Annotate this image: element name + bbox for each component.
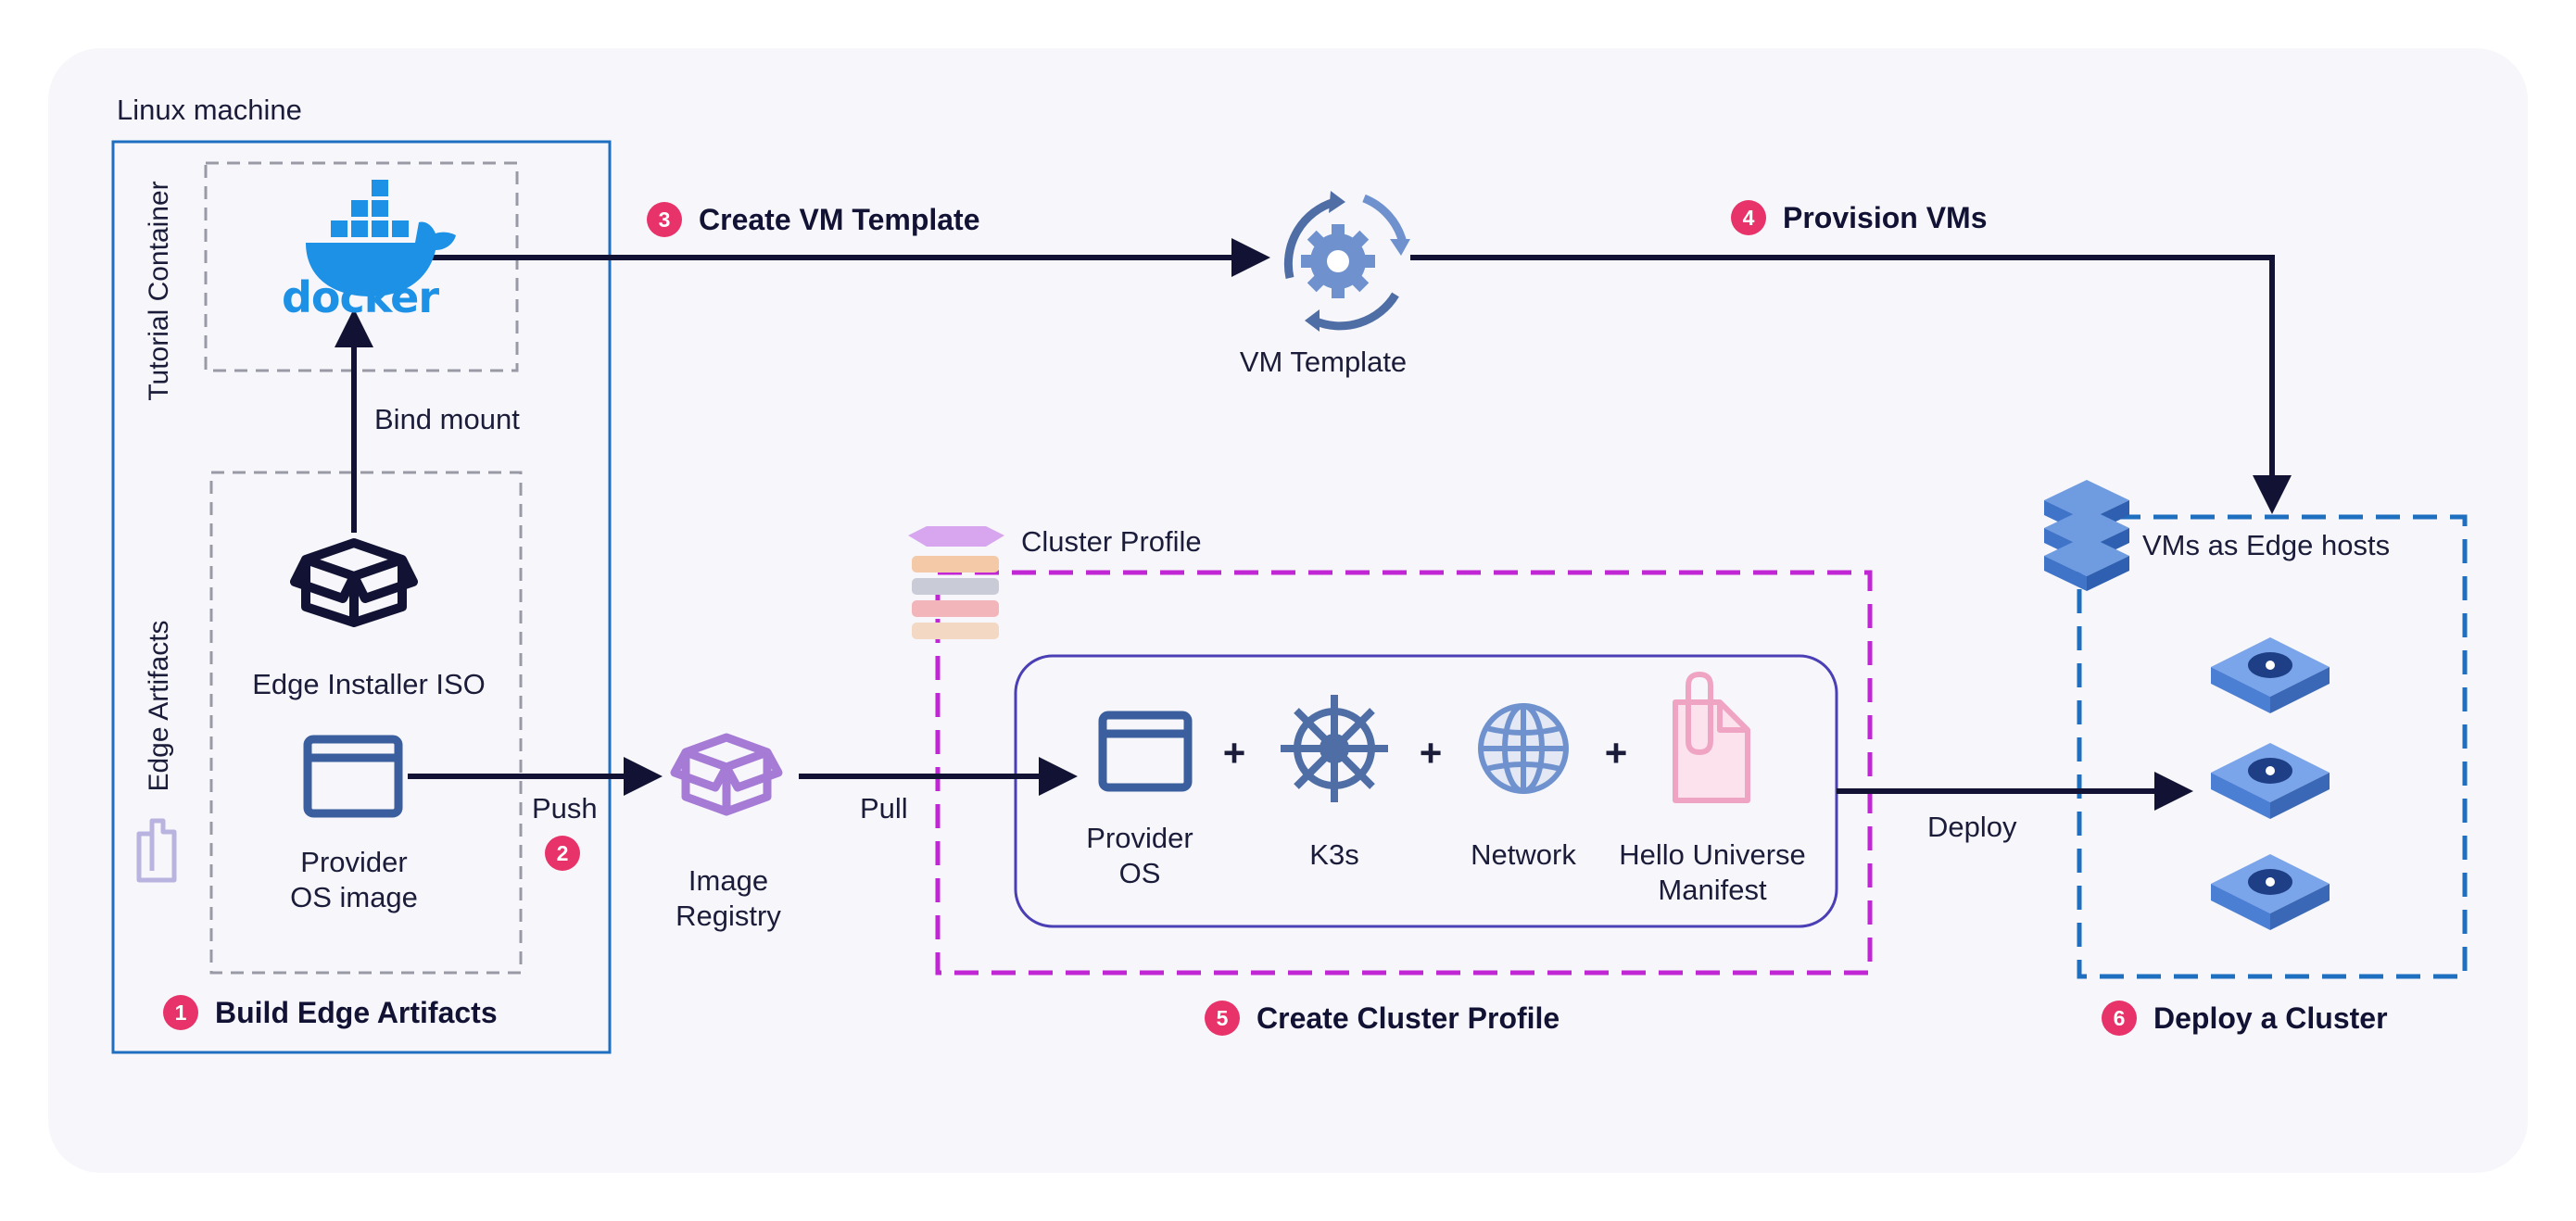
edge-installer-iso-label: Edge Installer ISO <box>252 668 486 700</box>
helm-wheel-icon <box>1281 695 1388 802</box>
edge-artifacts-icon <box>136 818 177 883</box>
step-5-text: Create Cluster Profile <box>1256 1001 1560 1035</box>
cluster-profile-label: Cluster Profile <box>1021 525 1202 558</box>
server-stack-icon <box>2044 480 2129 591</box>
package-icon <box>290 538 418 627</box>
step-4-text: Provision VMs <box>1783 200 1988 234</box>
edge-hosts-box <box>2077 514 2468 979</box>
provider-os-label-2: OS <box>1118 857 1161 889</box>
step-6-label: 6 Deploy a Cluster <box>2102 1001 2388 1036</box>
edge-host-icon <box>2211 637 2330 713</box>
step-5-badge: 5 <box>1205 1001 1240 1036</box>
hello-universe-label-2: Manifest <box>1658 874 1767 906</box>
network-label: Network <box>1471 838 1576 871</box>
file-clip-icon <box>1673 672 1750 803</box>
browser-window-icon <box>303 735 403 818</box>
bind-mount-label: Bind mount <box>374 403 520 435</box>
tutorial-container-box <box>204 161 519 372</box>
step-1-badge: 1 <box>163 995 198 1030</box>
tutorial-container-label: Tutorial Container <box>144 181 174 401</box>
step-3-label: 3 Create VM Template <box>647 202 980 237</box>
plus-sign-2: + <box>1419 731 1443 774</box>
provider-os-image-label-1: Provider <box>300 846 408 878</box>
edge-artifacts-label: Edge Artifacts <box>144 620 174 792</box>
step-2-badge: 2 <box>545 836 580 871</box>
step-5-label: 5 Create Cluster Profile <box>1205 1001 1559 1036</box>
provider-os-icon <box>1098 711 1193 792</box>
push-label: Push <box>532 792 598 824</box>
step-3-badge: 3 <box>647 202 682 237</box>
step-6-badge: 6 <box>2102 1001 2137 1036</box>
step-3-text: Create VM Template <box>699 202 980 236</box>
diagram-background <box>48 48 2528 1173</box>
image-registry-label-2: Registry <box>676 900 781 932</box>
step-1-text: Build Edge Artifacts <box>215 995 498 1029</box>
globe-icon <box>1478 703 1569 794</box>
provision-vms-arrow <box>1410 255 2292 514</box>
docker-logo-text: docker <box>282 272 439 322</box>
deploy-label: Deploy <box>1927 811 2017 843</box>
linux-machine-label: Linux machine <box>117 94 302 126</box>
edge-host-icon <box>2211 743 2330 819</box>
edge-host-icon <box>2211 854 2330 930</box>
edge-artifacts-box <box>209 471 523 975</box>
provider-os-label-1: Provider <box>1086 822 1193 854</box>
image-registry-label-1: Image <box>688 864 769 897</box>
docker-icon <box>306 180 456 296</box>
layer-stack-icon <box>908 526 1004 639</box>
registry-package-icon <box>670 733 783 816</box>
plus-sign-1: + <box>1222 731 1246 774</box>
provider-os-image-label-2: OS image <box>290 881 418 913</box>
cluster-profile-box <box>935 570 1873 976</box>
linux-machine-box <box>111 140 612 1054</box>
plus-sign-3: + <box>1604 731 1628 774</box>
k3s-label: K3s <box>1309 838 1359 871</box>
step-4-badge: 4 <box>1731 200 1766 235</box>
vms-as-edge-hosts-label: VMs as Edge hosts <box>2142 529 2391 561</box>
pull-label: Pull <box>860 792 908 824</box>
step-4-label: 4 Provision VMs <box>1731 200 1988 235</box>
hello-universe-label-1: Hello Universe <box>1619 838 1806 871</box>
step-6-text: Deploy a Cluster <box>2153 1001 2388 1035</box>
gear-cycle-icon <box>1283 191 1410 332</box>
vm-template-label: VM Template <box>1239 346 1408 378</box>
step-1-label: 1 Build Edge Artifacts <box>163 995 498 1030</box>
